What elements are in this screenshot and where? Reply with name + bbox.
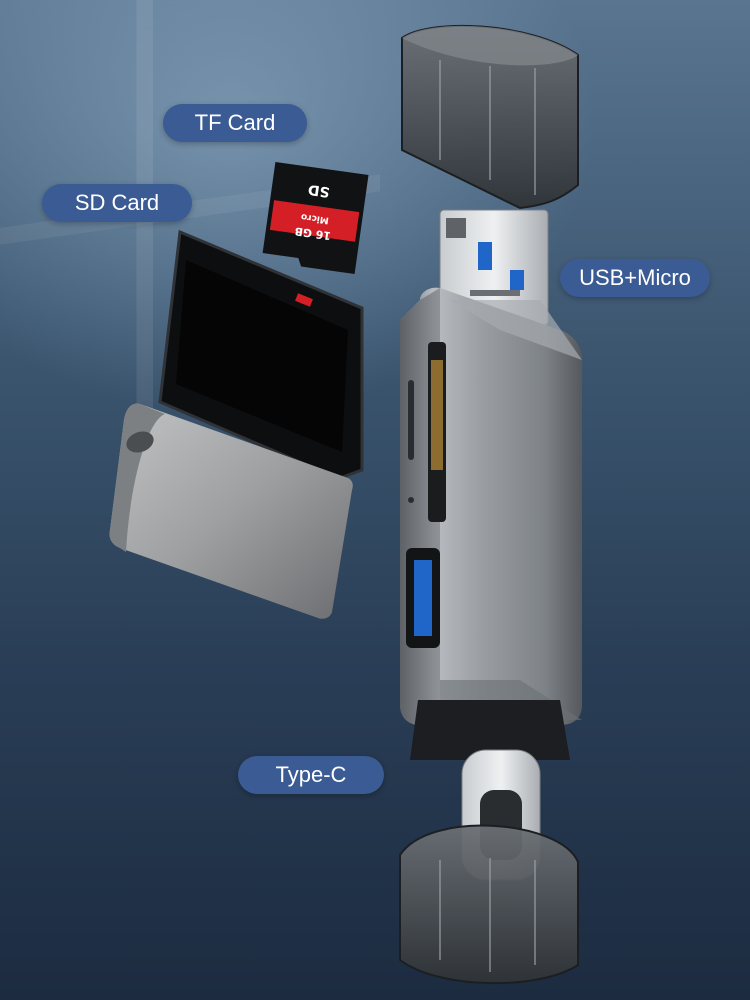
- tf-card-capacity: 16 GB: [294, 224, 332, 242]
- tf-card-type: Micro: [300, 211, 329, 225]
- sd-card: [158, 229, 364, 480]
- usb-micro-label: USB+Micro: [560, 259, 710, 297]
- tf-card: SD Micro 16 GB: [262, 161, 369, 275]
- bottom-cap: [399, 824, 579, 985]
- type-c-label: Type-C: [238, 756, 384, 794]
- usb-flash-drive: [109, 403, 353, 619]
- usb-a-plug: [439, 209, 549, 326]
- top-cap: [401, 24, 579, 210]
- sd-card-label: SD Card: [42, 184, 192, 222]
- tf-card-label: TF Card: [163, 104, 307, 142]
- tf-card-brand: SD: [307, 181, 331, 200]
- card-reader-body: [400, 287, 582, 725]
